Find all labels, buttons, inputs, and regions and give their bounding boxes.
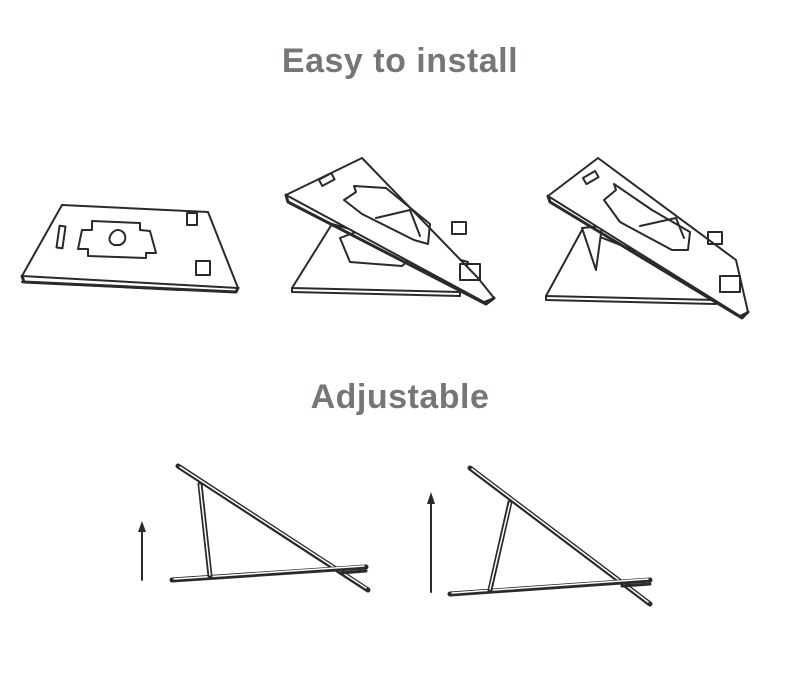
- center-hole-icon: [108, 229, 127, 246]
- clip-icon: [719, 275, 741, 293]
- clip-icon: [451, 221, 467, 235]
- easy-to-install-heading: Easy to install: [281, 42, 519, 80]
- adjust-high-angle-diagram: [427, 465, 653, 607]
- arrow-up-head-icon: [427, 492, 435, 504]
- slot-icon: [195, 260, 211, 276]
- clip-icon: [707, 231, 723, 245]
- arrow-up-head-icon: [138, 521, 146, 532]
- cutout-shape: [603, 183, 691, 251]
- cutout-shape: [343, 185, 431, 245]
- slot-icon: [317, 172, 336, 187]
- clip-icon: [459, 263, 481, 281]
- stand-folding-illustration: [284, 157, 496, 306]
- slot-icon: [581, 170, 600, 186]
- stand-assembled-illustration: [545, 157, 750, 320]
- adjustable-heading: Adjustable: [310, 378, 490, 416]
- slot-icon: [186, 212, 198, 226]
- cutout-shape: [77, 220, 157, 259]
- adjust-low-angle-diagram: [138, 463, 371, 593]
- slot-icon: [55, 224, 67, 250]
- stand-flat-illustration: [20, 204, 240, 294]
